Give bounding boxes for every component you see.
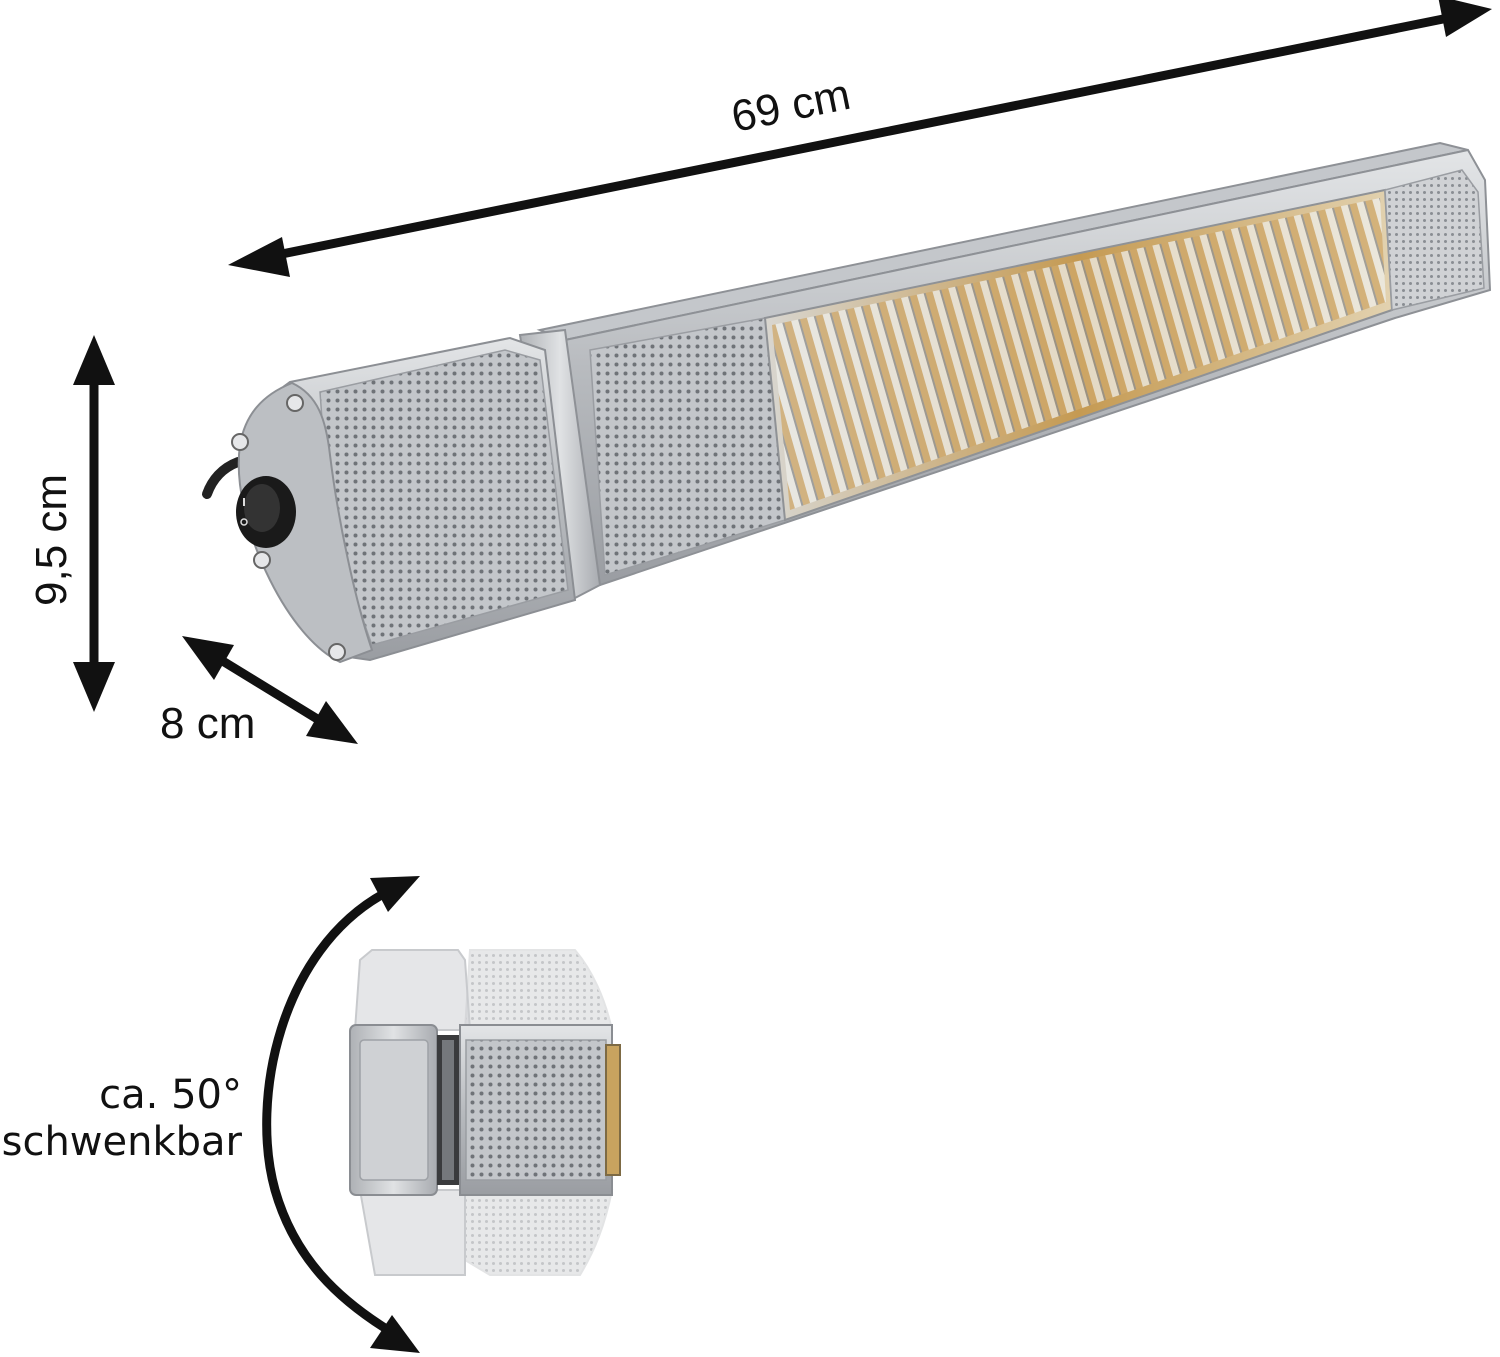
end-view-ghost-top [353, 949, 472, 1031]
rocker-switch-icon [236, 476, 296, 548]
length-arrow [228, 0, 1492, 277]
mounting-bracket-face [359, 1039, 429, 1181]
swivel-arc-arrow [262, 876, 420, 1353]
swivel-label-line2: schwenkbar [2, 1119, 243, 1165]
end-view-ghost-bottom [358, 1189, 466, 1276]
end-view-perforated [465, 1039, 607, 1181]
swivel-label-line1: ca. 50° [99, 1072, 242, 1118]
depth-arrow [182, 636, 358, 744]
swivel-hinge-highlight [442, 1040, 454, 1180]
depth-label: 8 cm [160, 699, 255, 748]
screw [328, 643, 346, 661]
height-label: 9,5 cm [27, 474, 76, 606]
screw [286, 394, 304, 412]
screw [231, 433, 249, 451]
end-view-element-edge [605, 1044, 621, 1176]
heater-main-view [202, 141, 1492, 664]
length-label: 69 cm [727, 70, 854, 142]
power-cable [202, 457, 243, 499]
end-view-ghost-top-perf [463, 949, 614, 1031]
heater-end-view [349, 949, 621, 1276]
protective-grille [772, 198, 1386, 510]
perforated-panel-right [1384, 169, 1485, 311]
perforated-panel-left [589, 317, 786, 576]
end-view-ghost-bottom-perf [464, 1189, 614, 1276]
height-arrow [73, 335, 115, 712]
screw [253, 551, 271, 569]
